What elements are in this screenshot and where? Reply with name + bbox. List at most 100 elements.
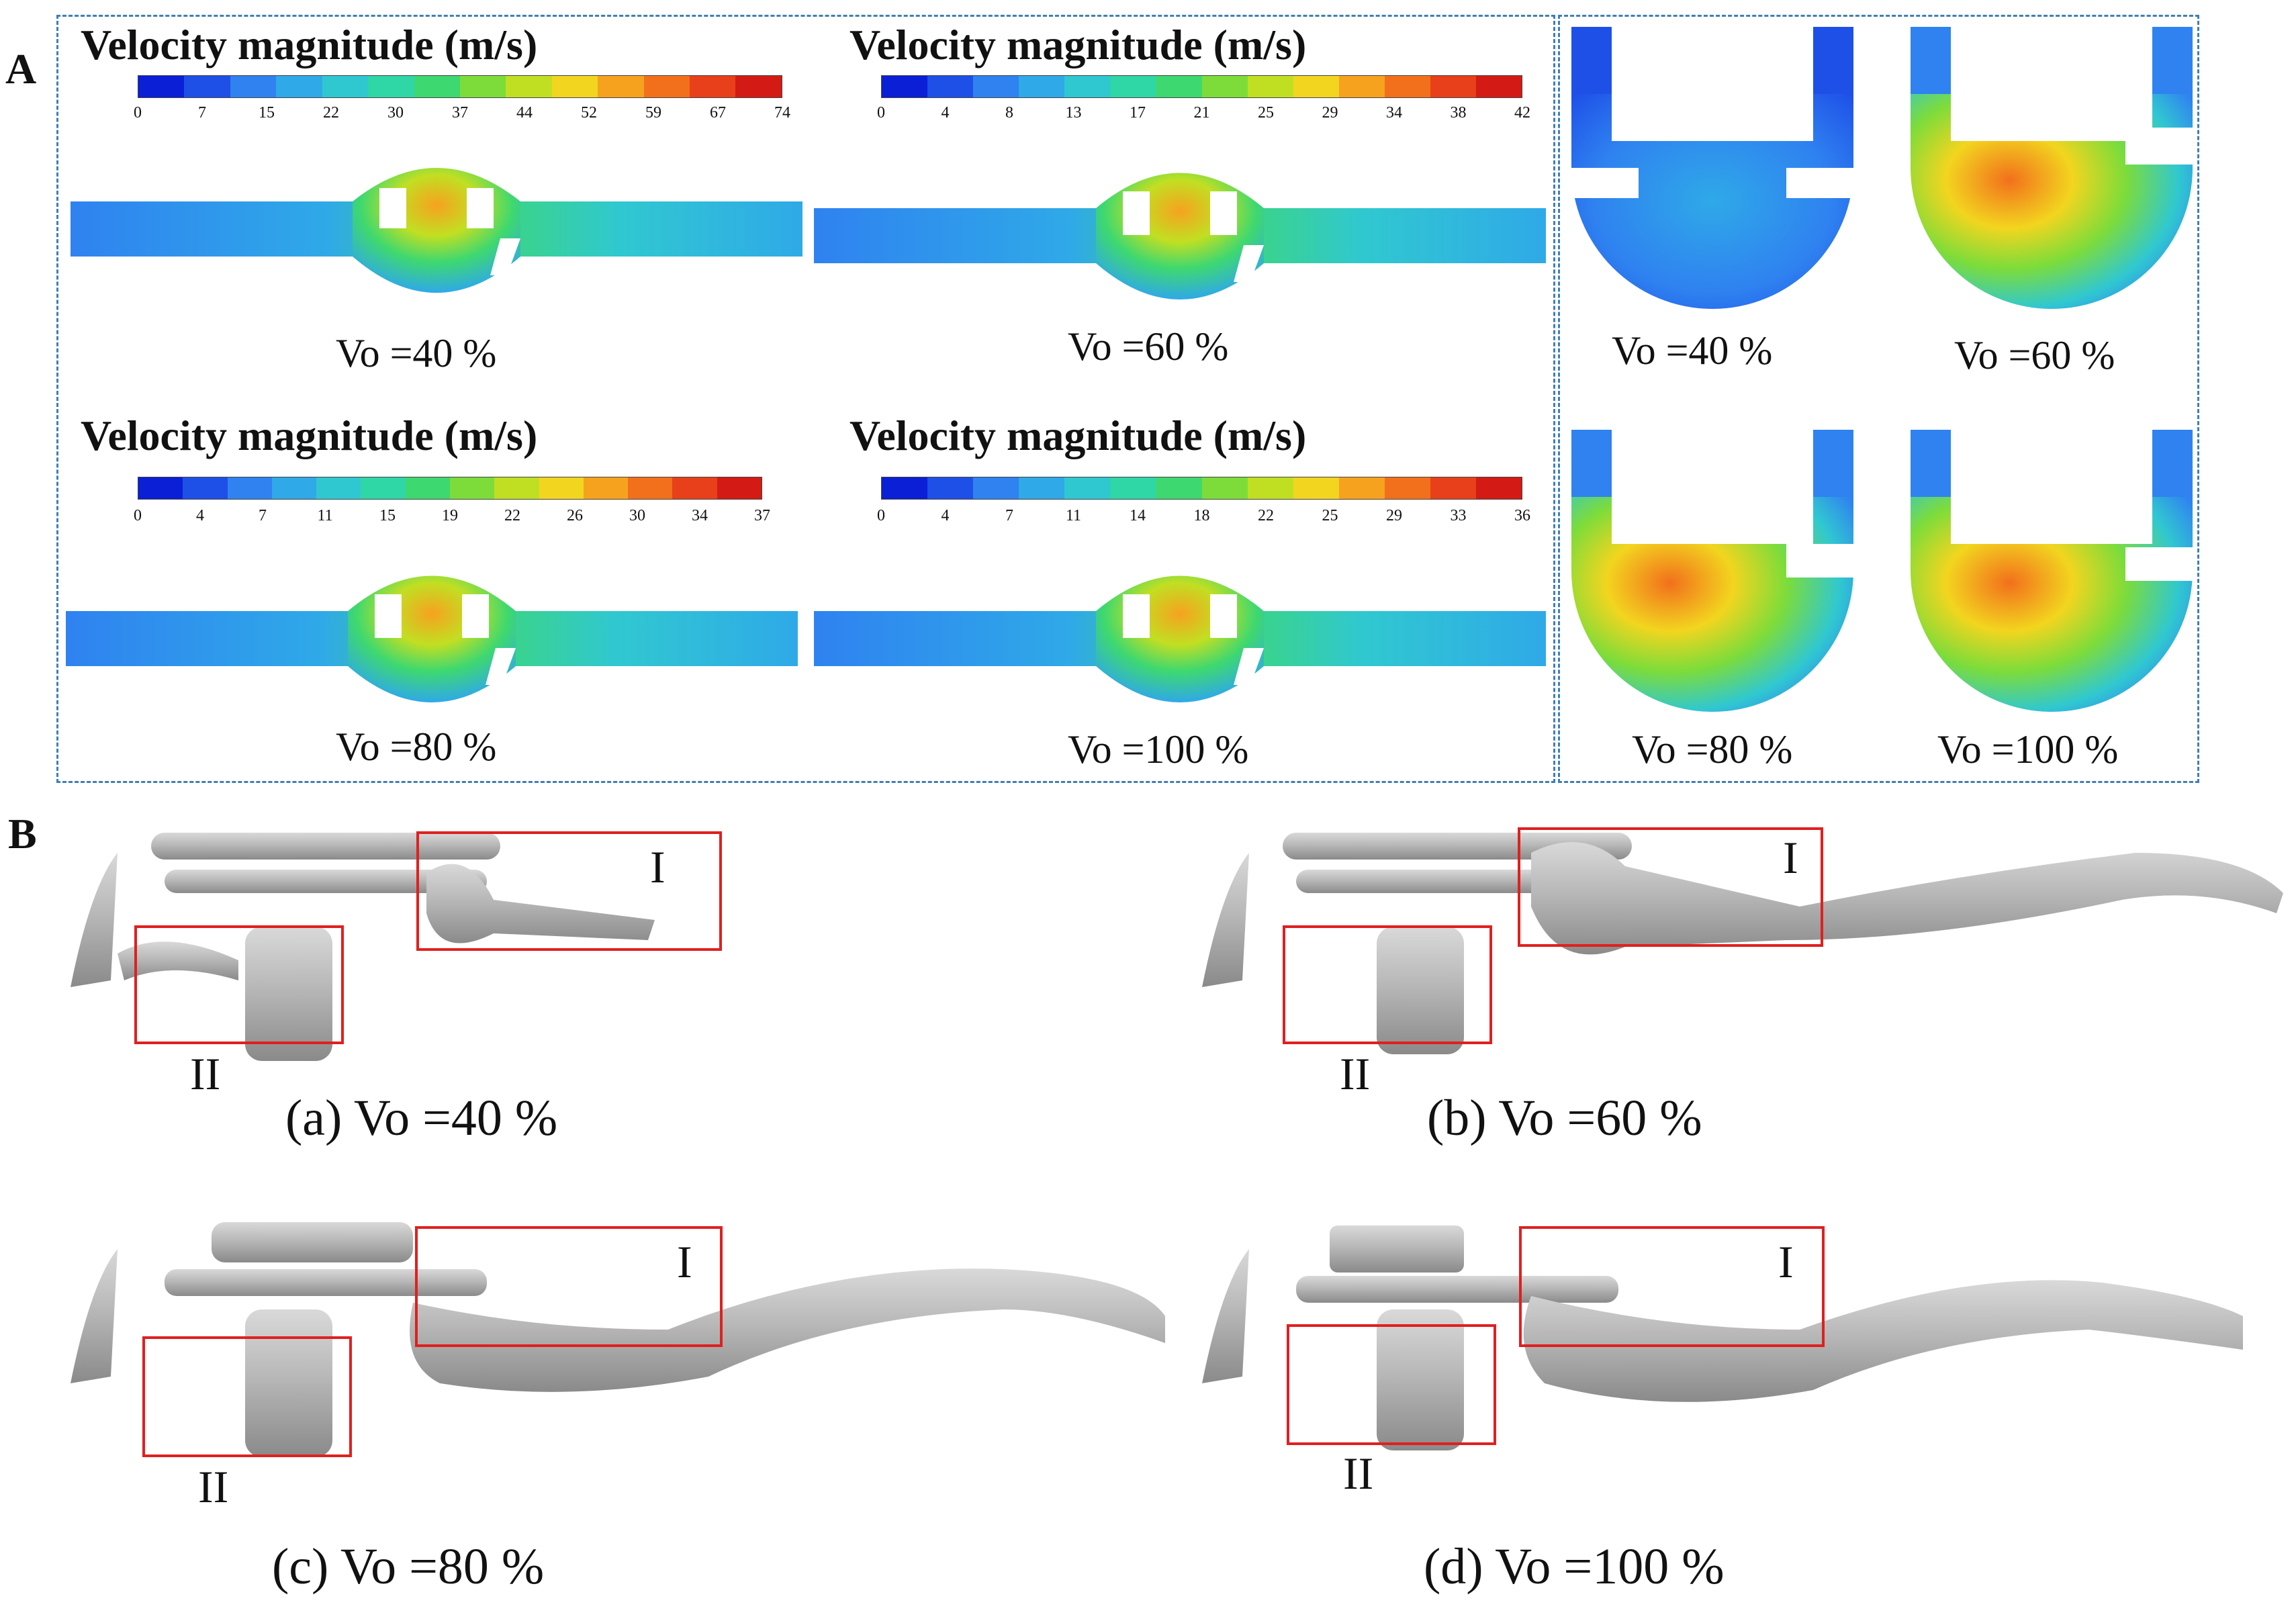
colorbar-segment bbox=[583, 477, 629, 499]
velocity-field-80 bbox=[66, 575, 798, 702]
colorbar-tick-label: 33 bbox=[1450, 507, 1467, 524]
colorbar-segment bbox=[973, 76, 1019, 97]
colorbar-segment bbox=[227, 477, 272, 499]
velocity-field-40 bbox=[71, 168, 802, 293]
zoom-label-60: Vo =60 % bbox=[1954, 333, 2115, 377]
region-label-ii-100: II bbox=[1343, 1448, 1374, 1499]
region-box-ii-80 bbox=[142, 1336, 352, 1457]
colorbar-tick-label: 42 bbox=[1514, 104, 1530, 122]
colorbar-tick-label: 11 bbox=[317, 507, 333, 524]
colorbar-segment bbox=[1064, 477, 1111, 499]
colorbar-tick-label: 44 bbox=[516, 104, 533, 122]
colorbar-segment bbox=[1293, 477, 1339, 499]
colorbar-segment bbox=[322, 76, 369, 97]
velocity-field-100 bbox=[814, 575, 1546, 702]
colorbar-segment bbox=[1019, 477, 1065, 499]
colorbar-segment bbox=[506, 76, 552, 97]
colorbar-segment bbox=[1064, 76, 1111, 97]
iso-label-60: (b) Vo =60 % bbox=[1427, 1090, 1702, 1146]
colorbar-segment bbox=[1384, 76, 1430, 97]
zoom-field-40 bbox=[1571, 27, 1853, 309]
colorbar-segment bbox=[414, 76, 460, 97]
colorbar-tick-label: 34 bbox=[692, 507, 708, 524]
zoom-label-40: Vo =40 % bbox=[1612, 328, 1773, 373]
colorbar-title-2: Velocity magnitude (m/s) bbox=[849, 21, 1307, 68]
colorbar-tick-label: 30 bbox=[387, 104, 404, 122]
region-label-ii-60: II bbox=[1340, 1048, 1371, 1099]
colorbar-tick-label: 4 bbox=[941, 507, 950, 524]
colorbar-tick-label: 4 bbox=[196, 507, 204, 524]
panel-a-left-frame bbox=[56, 15, 1555, 783]
colorbar-segment bbox=[138, 477, 183, 499]
panel-letter-b: B bbox=[8, 810, 37, 858]
colorbar-segment bbox=[1110, 76, 1156, 97]
colorbar-segment bbox=[1384, 477, 1430, 499]
colorbar-segment bbox=[183, 477, 228, 499]
colorbar-tick-label: 74 bbox=[774, 104, 790, 122]
colorbar-segment bbox=[1430, 477, 1477, 499]
colorbar-title-1: Velocity magnitude (m/s) bbox=[81, 21, 538, 68]
colorbar-tick-label: 7 bbox=[1005, 507, 1013, 524]
colorbar-segment bbox=[368, 76, 414, 97]
colorbar-tick-label: 0 bbox=[134, 104, 142, 122]
colorbar-tick-label: 52 bbox=[581, 104, 597, 122]
colorbar-tick-label: 19 bbox=[442, 507, 458, 524]
region-box-ii-100 bbox=[1287, 1324, 1496, 1445]
region-box-ii-60 bbox=[1283, 925, 1492, 1044]
colorbar-3 bbox=[138, 477, 762, 500]
colorbar-segment bbox=[551, 76, 598, 97]
colorbar-segment bbox=[735, 76, 782, 97]
velocity-field-60 bbox=[814, 173, 1546, 299]
pipe-label-100: Vo =100 % bbox=[1068, 727, 1249, 772]
panel-letter-a: A bbox=[5, 45, 37, 93]
colorbar-segment bbox=[449, 477, 495, 499]
colorbar-segment bbox=[184, 76, 230, 97]
colorbar-segment bbox=[1201, 76, 1248, 97]
region-box-i-100 bbox=[1519, 1226, 1825, 1347]
zoom-label-80: Vo =80 % bbox=[1632, 727, 1793, 772]
colorbar-segment bbox=[230, 76, 277, 97]
zoom-label-100: Vo =100 % bbox=[1937, 727, 2119, 772]
colorbar-segment bbox=[1338, 76, 1385, 97]
colorbar-tick-label: 11 bbox=[1065, 507, 1082, 524]
iso-label-40: (a) Vo =40 % bbox=[285, 1090, 558, 1146]
pipe-label-80: Vo =80 % bbox=[336, 725, 497, 769]
colorbar-tick-label: 22 bbox=[504, 507, 520, 524]
colorbar-tick-label: 0 bbox=[134, 507, 142, 524]
colorbar-tick-label: 29 bbox=[1322, 104, 1338, 122]
panel-a-right-frame bbox=[1558, 15, 2199, 783]
iso-label-100: (d) Vo =100 % bbox=[1424, 1538, 1725, 1595]
isosurface-40 bbox=[71, 833, 655, 1061]
colorbar-segment bbox=[1247, 477, 1293, 499]
colorbar-tick-label: 29 bbox=[1386, 507, 1402, 524]
colorbar-segment bbox=[1156, 477, 1202, 499]
region-box-i-60 bbox=[1518, 827, 1823, 947]
zoom-field-100 bbox=[1911, 430, 2193, 712]
colorbar-segment bbox=[459, 76, 506, 97]
region-box-i-80 bbox=[415, 1226, 723, 1347]
colorbar-tick-label: 36 bbox=[1514, 507, 1530, 524]
colorbar-segment bbox=[672, 477, 717, 499]
colorbar-tick-label: 7 bbox=[259, 507, 267, 524]
colorbar-segment bbox=[1201, 477, 1248, 499]
colorbar-tick-label: 15 bbox=[259, 104, 275, 122]
colorbar-2 bbox=[881, 75, 1522, 98]
colorbar-tick-label: 14 bbox=[1130, 507, 1146, 524]
colorbar-tick-label: 4 bbox=[941, 104, 950, 122]
pipe-label-60: Vo =60 % bbox=[1068, 324, 1229, 369]
colorbar-segment bbox=[1476, 76, 1522, 97]
colorbar-segment bbox=[690, 76, 736, 97]
colorbar-tick-label: 0 bbox=[877, 104, 885, 122]
zoom-field-60 bbox=[1911, 27, 2193, 309]
colorbar-tick-label: 13 bbox=[1065, 104, 1082, 122]
colorbar-tick-label: 0 bbox=[877, 507, 885, 524]
colorbar-segment bbox=[405, 477, 450, 499]
colorbar-tick-label: 21 bbox=[1193, 104, 1210, 122]
colorbar-segment bbox=[1476, 477, 1522, 499]
colorbar-title-3: Velocity magnitude (m/s) bbox=[81, 412, 538, 459]
pipe-label-40: Vo =40 % bbox=[336, 331, 497, 375]
